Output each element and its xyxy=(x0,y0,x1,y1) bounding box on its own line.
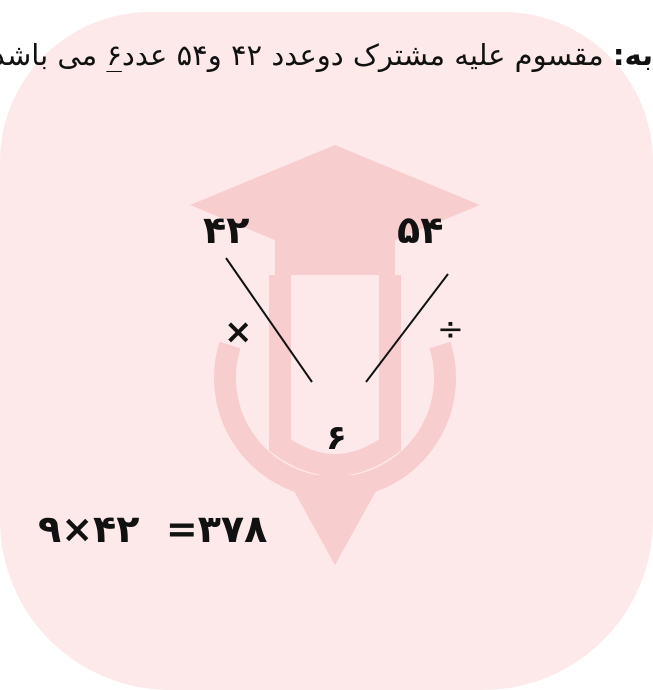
divide-sign: ÷ xyxy=(437,310,464,348)
sentence-body: مقسوم علیه مشترک دوعدد ۴۲ و۵۴ عدد xyxy=(121,38,604,72)
answer-blank: ۶ xyxy=(106,38,122,72)
graduation-pencil-logo xyxy=(190,145,480,565)
left-number: ۴۲ xyxy=(203,208,250,252)
sentence-ending: می باشد xyxy=(0,38,107,72)
multiply-sign: × xyxy=(224,312,253,352)
multiplication-equation: ۹×۴۲ =۳۷۸ xyxy=(38,507,268,551)
bottom-number: ۶ xyxy=(326,418,347,458)
background-blob xyxy=(0,12,653,690)
right-number: ۵۴ xyxy=(397,208,444,252)
question-sentence: به: مقسوم علیه مشترک دوعدد ۴۲ و۵۴ عدد۶ م… xyxy=(0,38,653,72)
sentence-lead: به: xyxy=(612,38,653,72)
